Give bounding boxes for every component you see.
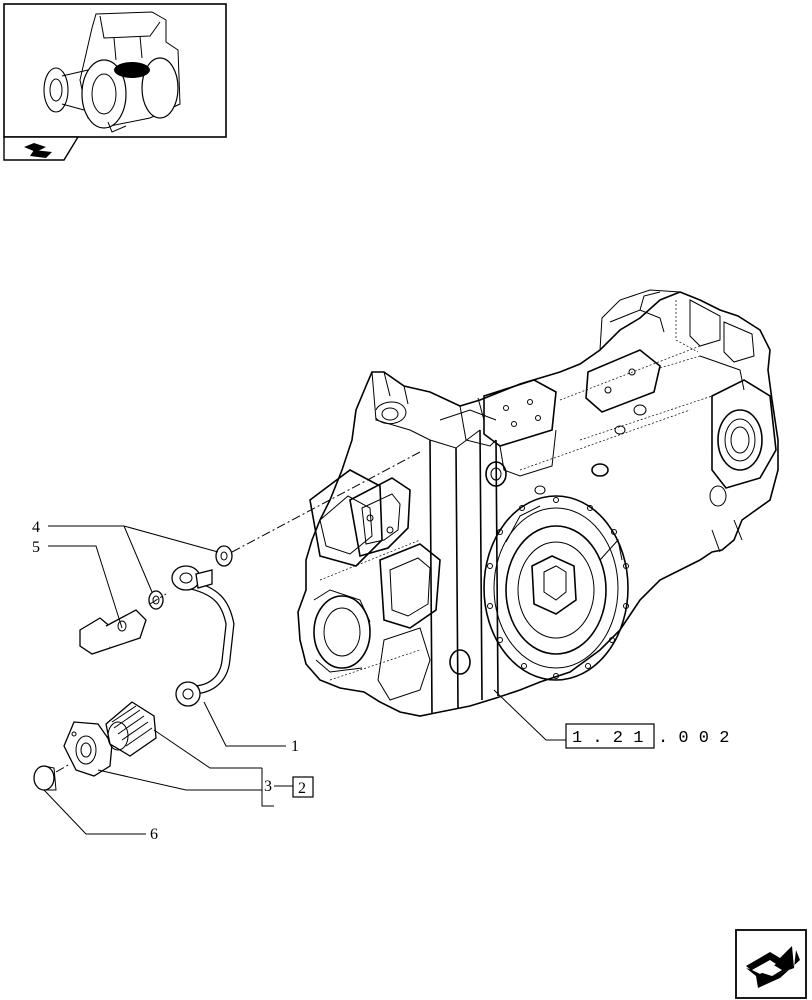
part-6-cap — [33, 765, 57, 791]
callout-2-box — [292, 776, 314, 798]
part-4-washer-upper — [215, 545, 233, 567]
next-page-arrow-icon[interactable] — [735, 929, 807, 999]
callout-1: 1 — [291, 738, 299, 755]
reference-boxed: 1 . 2 1 — [572, 729, 643, 748]
callout-2: 2 — [298, 780, 306, 797]
callout-5: 5 — [32, 539, 40, 556]
callout-3: 3 — [264, 778, 272, 795]
tractor-overview-icon — [43, 11, 181, 133]
transmission-housing — [297, 289, 779, 717]
callout-6: 6 — [150, 826, 158, 843]
callout-4: 4 — [32, 519, 40, 536]
tractor-thumbnail — [3, 3, 227, 161]
part-1-pipe — [171, 565, 235, 707]
part-5-banjo-bolt — [79, 609, 147, 655]
book-arrow-icon — [24, 143, 52, 158]
reference-box — [565, 723, 655, 749]
leader-lines — [43, 525, 566, 835]
reference-suffix: . 0 0 2 — [658, 729, 729, 748]
part-3-fitting — [63, 721, 113, 777]
part-2-bellows — [105, 701, 157, 757]
